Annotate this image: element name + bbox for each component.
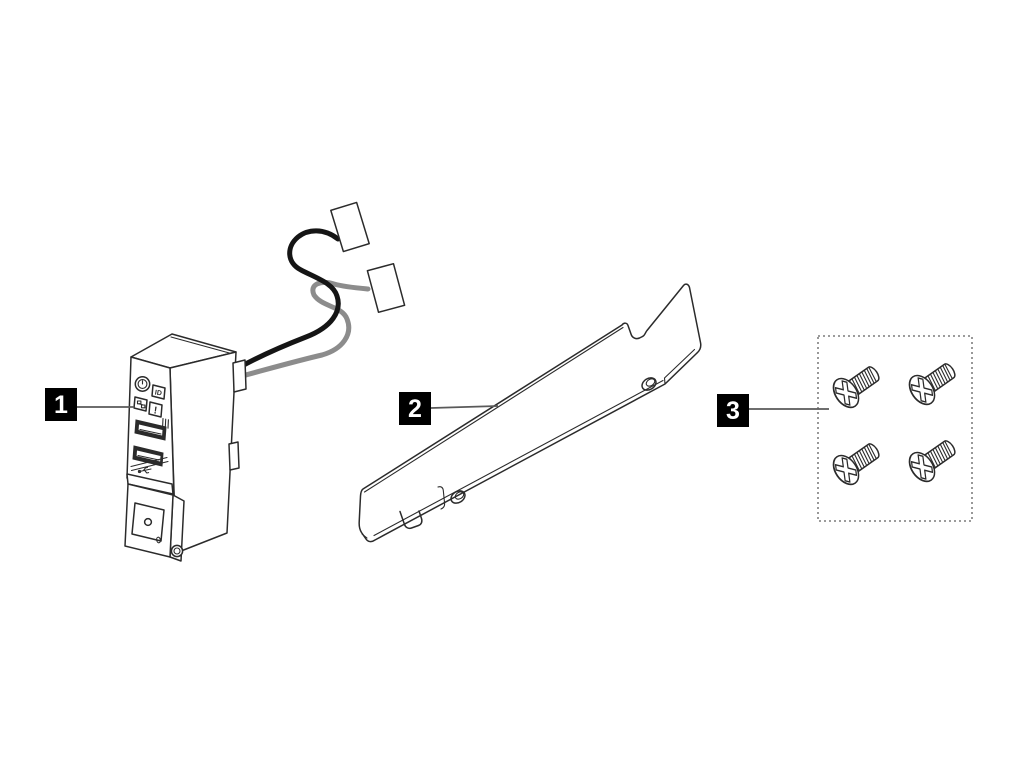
usb-symbol-icon [137,466,152,474]
black-cable [237,228,341,370]
callout-3: 3 [717,394,829,427]
callout-2-box [399,392,431,425]
bracket-screw-hole-right [641,377,657,391]
cable-connector-1 [330,201,370,253]
callout-2-label: 2 [408,395,422,423]
callout-3-box [717,394,749,427]
usb-port-2 [132,445,164,467]
front-door [124,456,185,562]
bracket-tab-cutout [399,510,423,530]
door-hole [143,517,153,527]
side-tab [228,441,240,471]
alert-icon-label: ! [153,405,158,416]
screw-set [824,353,964,493]
network-icon [133,396,148,412]
bracket-outline [358,283,702,543]
screw-icon [824,433,888,493]
activity-icon [162,417,169,429]
door-screw-boss [170,544,184,558]
power-icon [134,376,151,392]
usb-port-1 [134,419,167,441]
part-front-io-assembly: ID ! [124,201,406,562]
screw-icon [900,353,964,413]
id-badge: ID [151,384,166,400]
part-screws [817,335,973,522]
callout-2: 2 [399,392,499,425]
bracket-screw-hole-left [450,490,466,504]
part-mounting-bracket [358,283,702,543]
screw-icon [900,430,964,490]
screw-icon [824,356,888,416]
callout-1: 1 [45,388,134,421]
bracket-slot-edge [437,486,446,510]
cable-connector-2 [366,262,406,314]
cable-clip [232,359,247,393]
screw-kit-box [817,335,973,522]
callout-1-label: 1 [54,391,68,419]
alert-icon: ! [148,401,163,418]
leader-line-2 [430,405,499,409]
front-panel-controls: ID ! [132,376,169,474]
callout-1-box [45,388,77,421]
gray-cable [239,279,371,379]
id-badge-label: ID [154,389,162,397]
callout-3-label: 3 [726,397,740,425]
